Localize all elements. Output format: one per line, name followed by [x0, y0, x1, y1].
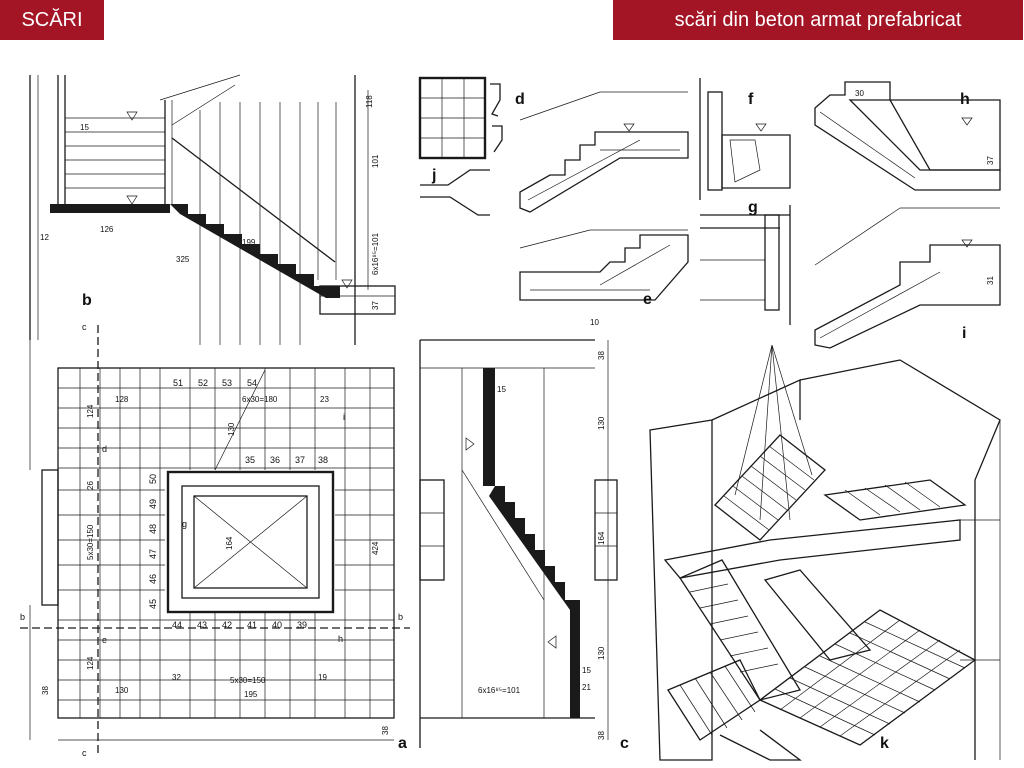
step-46: 46 [148, 574, 158, 584]
dim-i-31: 31 [986, 276, 995, 285]
plan-a-drawing: 51 52 53 54 35 36 37 38 50 49 48 47 46 4… [20, 322, 410, 758]
marker-i: i [343, 412, 345, 422]
marker-d: d [102, 444, 107, 454]
section-c-drawing: 38 130 164 130 15 15 21 6x16⁸⁵=101 38 c [419, 339, 629, 752]
step-49: 49 [148, 499, 158, 509]
detail-e-drawing: 10 e [519, 229, 689, 327]
step-43: 43 [197, 620, 207, 630]
label-g: g [748, 199, 758, 216]
step-40: 40 [272, 620, 282, 630]
dim-32: 32 [172, 673, 181, 682]
dim-19: 19 [318, 673, 327, 682]
label-b: b [82, 292, 92, 309]
step-35: 35 [245, 455, 255, 465]
dim-118: 118 [365, 95, 374, 108]
slide-title-left: SCĂRI [0, 0, 104, 40]
step-37: 37 [295, 455, 305, 465]
dim-c-38-bottom: 38 [597, 731, 606, 740]
label-i: i [962, 325, 966, 342]
dim-15: 15 [80, 123, 89, 132]
dim-c-130-top: 130 [597, 416, 606, 430]
dim-101: 101 [371, 154, 380, 168]
dim-h-30: 30 [855, 89, 864, 98]
section-b-drawing: 118 101 6x16⁸⁵=101 37 126 199 325 15 12 … [29, 74, 396, 345]
label-j: j [431, 167, 436, 184]
step-47: 47 [148, 549, 158, 559]
label-e: e [643, 291, 652, 308]
dim-26: 26 [86, 481, 95, 490]
dim-5x30-150-left: 5x30=150 [86, 524, 95, 560]
step-45: 45 [148, 599, 158, 609]
dim-124-bottom: 124 [86, 656, 95, 670]
detail-e-top-drawing [519, 91, 689, 213]
dim-c-164: 164 [597, 531, 606, 545]
step-38: 38 [318, 455, 328, 465]
detail-j-drawing: j [420, 167, 490, 216]
dim-38-bottom: 38 [381, 726, 390, 735]
technical-drawings: 118 101 6x16⁸⁵=101 37 126 199 325 15 12 … [20, 74, 1001, 761]
marker-c-top: c [82, 322, 87, 332]
dim-12: 12 [40, 233, 49, 242]
dim-6x16-101: 6x16⁸⁵=101 [371, 232, 380, 275]
dim-130-top: 130 [227, 422, 236, 436]
label-a: a [398, 735, 407, 752]
detail-g-drawing: g [700, 199, 791, 325]
dim-164: 164 [225, 536, 234, 550]
step-39: 39 [297, 620, 307, 630]
dim-c-15-top: 15 [497, 385, 506, 394]
dim-c-15-bottom: 15 [582, 666, 591, 675]
dim-128: 128 [115, 395, 129, 404]
dim-126: 126 [100, 225, 114, 234]
detail-h-drawing: 30 37 h [814, 81, 1001, 191]
axonometric-k-drawing: k [649, 344, 1001, 761]
slide-title-right: scări din beton armat prefabricat [613, 0, 1023, 40]
dim-325: 325 [176, 255, 190, 264]
marker-g: g [182, 519, 187, 529]
step-50: 50 [148, 474, 158, 484]
label-c: c [620, 735, 629, 752]
step-54: 54 [247, 378, 257, 388]
step-36: 36 [270, 455, 280, 465]
dim-38-left: 38 [41, 686, 50, 695]
marker-b-left: b [20, 612, 25, 622]
dim-424: 424 [371, 541, 380, 555]
dim-c-6x16-101: 6x16⁸⁵=101 [478, 686, 521, 695]
dim-195: 195 [244, 690, 258, 699]
step-52: 52 [198, 378, 208, 388]
dim-124-top: 124 [86, 404, 95, 418]
detail-d-drawing: d [418, 76, 525, 160]
detail-i-drawing: 31 i [814, 207, 1001, 349]
dim-c-130-bottom: 130 [597, 646, 606, 660]
label-k: k [880, 735, 889, 752]
detail-f-drawing: f [699, 78, 791, 200]
label-d: d [515, 91, 525, 108]
step-51: 51 [173, 378, 183, 388]
label-f: f [748, 91, 754, 108]
dim-e-10: 10 [590, 318, 599, 327]
dim-h-37: 37 [986, 156, 995, 165]
marker-h: h [338, 634, 343, 644]
marker-e: e [102, 635, 107, 645]
dim-130-bottom: 130 [115, 686, 129, 695]
step-41: 41 [247, 620, 257, 630]
dim-6x30-180: 6x30=180 [242, 395, 278, 404]
marker-b-right: b [398, 612, 403, 622]
dim-c-38-top: 38 [597, 351, 606, 360]
marker-c-bottom: c [82, 748, 87, 758]
step-53: 53 [222, 378, 232, 388]
dim-5x30-150-bottom: 5x30=150 [230, 676, 266, 685]
dim-23: 23 [320, 395, 329, 404]
dim-37: 37 [371, 301, 380, 310]
step-42: 42 [222, 620, 232, 630]
dim-c-21: 21 [582, 683, 591, 692]
dim-199: 199 [242, 238, 256, 247]
step-48: 48 [148, 524, 158, 534]
step-44: 44 [172, 620, 182, 630]
label-h: h [960, 91, 970, 108]
